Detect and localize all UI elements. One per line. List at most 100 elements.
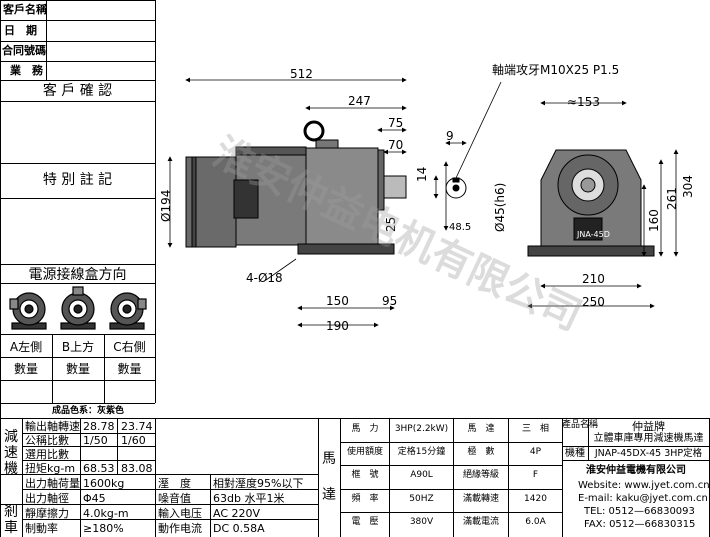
dim-194: Ø194 — [159, 189, 173, 222]
motor-icon-a — [9, 292, 47, 330]
junction-box-diagrams — [9, 286, 147, 330]
nominal-ratio-label: 公稱比數 — [25, 434, 69, 447]
dim-150: 150 — [326, 294, 349, 308]
model-value: JNAP-45DX-45 3HP定格 — [594, 448, 703, 459]
dim-190: 190 — [326, 319, 349, 333]
motor-cell-v1: 50HZ — [409, 494, 434, 504]
product-brand: 仲益牌 — [632, 420, 665, 433]
output-speed-1: 28.78 — [83, 420, 115, 433]
nominal-ratio-2: 1/60 — [121, 434, 146, 447]
torque-2: 83.08 — [121, 462, 153, 475]
output-dia-value: Φ45 — [83, 492, 106, 505]
product-name-label: 產品名稱 — [562, 420, 599, 430]
model-label: 機種 — [565, 448, 585, 459]
motor-cell-k2: 滿載轉速 — [462, 494, 499, 504]
gearmotor-front-view — [527, 149, 655, 257]
dim-14: 14 — [415, 166, 429, 182]
braking-ratio-value: ≥180% — [83, 522, 124, 535]
motor-cell-v1: 定格15分鐘 — [397, 447, 446, 457]
dim-261: 261 — [665, 187, 679, 210]
torque-label: 扭矩kg-m — [25, 462, 76, 475]
reducer-side-3: 機 — [4, 461, 18, 477]
motor-cell-v2: 1420 — [524, 494, 547, 504]
dim-304: 304 — [681, 175, 695, 198]
motor-cell-v2: F — [532, 470, 539, 480]
color-note: 成品色系：灰紫色 — [52, 406, 125, 416]
action-current-value: DC 0.58A — [213, 522, 265, 535]
dim-153: ≈153 — [567, 95, 600, 109]
motor-cell-v1: A90L — [410, 470, 433, 480]
motor-side-1: 馬 — [322, 451, 336, 467]
dim-95: 95 — [382, 294, 398, 308]
label-date: 日 期 — [4, 24, 37, 37]
braking-ratio-label: 制動率 — [25, 522, 58, 535]
motor-icon-b — [60, 286, 96, 330]
motor-side-2: 達 — [322, 487, 336, 503]
label-contract-no: 合同號碼 — [2, 44, 46, 57]
torque-1: 68.53 — [83, 462, 115, 475]
motor-cell-v2: 4P — [529, 447, 542, 457]
technical-drawing: JNA-45D — [167, 77, 679, 328]
dir-b-label: B上方 — [61, 340, 95, 354]
dim-250: 250 — [582, 295, 605, 309]
company-email: E-mail: kaku@jyet.com.cn — [578, 493, 708, 504]
nominal-ratio-1: 1/50 — [83, 434, 108, 447]
output-load-value: 1600kg — [83, 477, 125, 490]
motor-icon-c — [109, 292, 147, 330]
static-torque-value: 4.0kg-m — [83, 507, 129, 520]
motor-cell-k2: 極 數 — [467, 447, 495, 457]
product-name-value: 立體車庫專用減速機馬達 — [593, 433, 704, 444]
brake-side-2: 車 — [4, 520, 18, 536]
used-ratio-label: 選用比數 — [25, 448, 69, 461]
nameplate-text: JNA-45D — [576, 230, 610, 239]
output-load-label: 出力軸荷量 — [25, 477, 80, 490]
special-note-title: 特 別 註 記 — [42, 172, 113, 188]
junction-box-title: 電源接線盒方向 — [28, 267, 127, 283]
motor-cell-k2: 馬 達 — [467, 424, 495, 434]
reducer-side-2: 速 — [4, 445, 18, 461]
motor-cell-v2: 三 相 — [521, 424, 549, 434]
motor-cell-k1: 馬 力 — [351, 424, 379, 434]
motor-cell-v1: 3HP(2.2kW) — [394, 424, 449, 434]
shaft-end-view — [445, 177, 467, 199]
qty-c-label: 數量 — [117, 362, 142, 376]
dim-70: 70 — [388, 138, 404, 152]
dim-247: 247 — [348, 94, 371, 108]
dim-45: Ø45(h6) — [493, 182, 507, 232]
dir-a-label: A左側 — [9, 340, 43, 354]
input-voltage-value: AC 220V — [213, 507, 261, 520]
qty-a-label: 數量 — [13, 362, 38, 376]
output-dia-label: 出力軸徑 — [25, 492, 69, 505]
output-speed-label: 輸出軸轉速 — [25, 420, 80, 433]
motor-cell-k1: 框 號 — [351, 470, 379, 480]
noise-label: 噪音值 — [158, 492, 191, 505]
company-website: Website: www.jyet.com.cn — [578, 480, 710, 491]
humidity-label: 溼 度 — [158, 477, 191, 490]
dim-48-5: 48.5 — [449, 222, 472, 233]
brake-side-1: 剎 — [4, 504, 18, 520]
company-name: 淮安仲益電機有限公司 — [586, 465, 686, 476]
reducer-side-1: 減 — [4, 429, 18, 445]
dim-75: 75 — [388, 116, 404, 130]
input-voltage-label: 輸入电压 — [158, 507, 202, 520]
label-business: 業 務 — [10, 64, 43, 77]
dir-c-label: C右側 — [113, 340, 146, 354]
motor-cell-k2: 滿載電流 — [462, 517, 499, 527]
static-torque-label: 靜摩擦力 — [25, 507, 69, 520]
dim-4-18: 4-Ø18 — [246, 271, 283, 285]
label-customer-name: 客戶名稱 — [3, 3, 47, 16]
action-current-label: 動作电流 — [158, 522, 202, 535]
motor-cell-k2: 絕緣等級 — [462, 470, 499, 480]
motor-cell-v1: 380V — [409, 517, 434, 527]
output-speed-2: 23.74 — [121, 420, 153, 433]
dim-9: 9 — [446, 129, 454, 143]
company-tel: TEL: 0512—66830093 — [584, 506, 695, 517]
qty-b-label: 數量 — [65, 362, 90, 376]
motor-cell-k1: 使用額度 — [346, 447, 383, 457]
dim-210: 210 — [582, 272, 605, 286]
company-fax: FAX: 0512—66830315 — [584, 519, 696, 530]
noise-value: 63db 水平1米 — [213, 492, 285, 505]
dim-160: 160 — [647, 209, 661, 232]
dim-512: 512 — [290, 67, 313, 81]
